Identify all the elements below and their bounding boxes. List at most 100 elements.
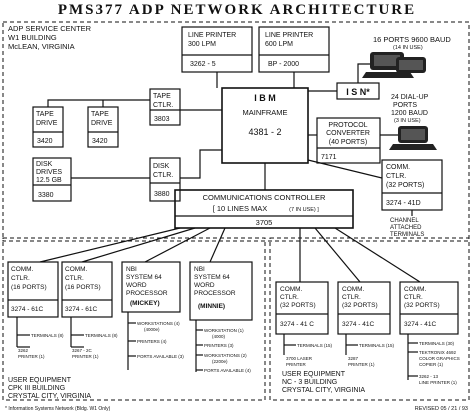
svg-text:3274 - 41C: 3274 - 41C	[404, 321, 436, 328]
svg-text:I S N*: I S N*	[346, 87, 370, 97]
svg-text:TERMINALS: TERMINALS	[390, 232, 424, 238]
svg-text:PROCESSOR: PROCESSOR	[126, 290, 168, 297]
svg-text:WORKSTATIONS (4): WORKSTATIONS (4)	[137, 321, 180, 326]
svg-text:W1 BUILDING: W1 BUILDING	[8, 33, 57, 42]
svg-text:COMM.: COMM.	[404, 286, 427, 293]
svg-text:(32 PORTS): (32 PORTS)	[342, 302, 378, 309]
svg-text:LINE PRINTER: LINE PRINTER	[265, 32, 313, 39]
svg-text:SYSTEM 64: SYSTEM 64	[194, 274, 230, 281]
svg-text:CTLR.: CTLR.	[280, 294, 299, 301]
svg-text:7171: 7171	[321, 154, 337, 161]
dialup-ports-label: 24 DIAL-UP PORTS 1200 BAUD (3 IN USE)	[391, 94, 429, 124]
svg-text:PROCESSOR: PROCESSOR	[194, 290, 236, 297]
svg-text:(MINNIE): (MINNIE)	[198, 303, 225, 310]
svg-text:3274 - 41D: 3274 - 41D	[386, 200, 421, 207]
svg-text:3700 LASER: 3700 LASER	[286, 356, 313, 361]
svg-text:COMMUNICATIONS CONTROLLER: COMMUNICATIONS CONTROLLER	[203, 193, 326, 202]
svg-text:PRINTER (1): PRINTER (1)	[18, 354, 45, 359]
svg-text:(32 PORTS): (32 PORTS)	[386, 182, 424, 189]
svg-text:CTLR.: CTLR.	[404, 294, 423, 301]
svg-text:COMM.: COMM.	[280, 286, 303, 293]
svg-text:PORTS: PORTS	[393, 102, 417, 109]
svg-text:(3 IN USE): (3 IN USE)	[394, 118, 421, 124]
disk-ctlr-link	[180, 149, 222, 179]
nbi-minnie: NBI SYSTEM 64 WORD PROCESSOR (MINNIE) WO…	[189, 261, 253, 373]
svg-text:4381 - 2: 4381 - 2	[248, 127, 281, 137]
page-title: PMS377 ADP NETWORK ARCHITECTURE	[58, 2, 416, 18]
comm-ctlr-top-link	[307, 159, 383, 179]
svg-text:PRINTER (1): PRINTER (1)	[72, 354, 99, 359]
footnote: * Information Systems Network (Bldg. W1 …	[5, 406, 111, 412]
protocol-converter: PROTOCOL CONVERTER (40 PORTS) 7171	[316, 117, 381, 164]
svg-text:3287: 3287	[348, 356, 359, 361]
svg-text:TERMINALS (15): TERMINALS (15)	[297, 343, 333, 348]
svg-text:(14 IN USE): (14 IN USE)	[393, 45, 423, 51]
svg-text:3420: 3420	[92, 138, 108, 145]
svg-text:24 DIAL-UP: 24 DIAL-UP	[391, 94, 429, 101]
service-center-label: ADP SERVICE CENTER W1 BUILDING McLEAN, V…	[8, 24, 92, 51]
svg-text:USER EQUIPMENT: USER EQUIPMENT	[282, 371, 346, 378]
svg-text:PROTOCOL: PROTOCOL	[328, 122, 367, 129]
svg-text:(MICKEY): (MICKEY)	[130, 300, 160, 307]
nbi-mickey: NBI SYSTEM 64 WORD PROCESSOR (MICKEY) WO…	[121, 261, 184, 370]
svg-text:TAPE: TAPE	[153, 93, 171, 100]
svg-text:I B M: I B M	[254, 93, 276, 103]
svg-text:3803: 3803	[154, 116, 170, 123]
svg-text:16 PORTS 9600 BAUD: 16 PORTS 9600 BAUD	[373, 35, 451, 44]
svg-text:COMM.: COMM.	[65, 266, 88, 273]
comm-ctlr-3274-41d: COMM. CTLR. (32 PORTS) 3274 - 41D	[381, 159, 443, 211]
svg-text:(2200e): (2200e)	[212, 359, 228, 364]
cpk-comm-ctlr-2: COMM. CTLR. (16 PORTS) 3274 - 61C TERMIN…	[61, 261, 118, 359]
ibm-mainframe: I B M MAINFRAME 4381 - 2	[221, 87, 309, 164]
svg-text:3880: 3880	[154, 191, 170, 198]
svg-text:COMM.: COMM.	[11, 266, 34, 273]
ports-16-label: 16 PORTS 9600 BAUD (14 IN USE)	[373, 35, 451, 51]
svg-text:CTLR.: CTLR.	[11, 275, 30, 282]
svg-text:TEKTRONIX 4692: TEKTRONIX 4692	[419, 350, 457, 355]
nc-comm-ctlr-2: COMM. CTLR. (32 PORTS) 3274 - 41C TERMIN…	[337, 281, 395, 367]
svg-text:CTLR.: CTLR.	[153, 172, 173, 179]
nc3-building-label: USER EQUIPMENT NC - 3 BUILDING CRYSTAL C…	[282, 371, 365, 394]
svg-text:CTLR.: CTLR.	[386, 173, 406, 180]
terminal-icon	[362, 52, 414, 78]
disk-drives: DISK DRIVES 12.5 GB 3380	[32, 157, 72, 202]
svg-text:300 LPM: 300 LPM	[188, 41, 216, 48]
svg-text:DISK: DISK	[153, 163, 170, 170]
svg-text:(32 PORTS): (32 PORTS)	[404, 302, 440, 309]
svg-text:12.5 GB: 12.5 GB	[36, 177, 62, 184]
terminal-icon	[396, 57, 426, 73]
svg-text:McLEAN, VIRGINIA: McLEAN, VIRGINIA	[8, 42, 75, 51]
svg-text:3262 - 13: 3262 - 13	[419, 374, 439, 379]
svg-text:3267 - 2C: 3267 - 2C	[72, 348, 93, 353]
svg-text:TERMINALS (8): TERMINALS (8)	[85, 333, 118, 338]
nc-comm-ctlr-3: COMM. CTLR. (32 PORTS) 3274 - 41C TERMIN…	[399, 281, 460, 385]
svg-text:CTLR.: CTLR.	[153, 102, 173, 109]
communications-controller: COMMUNICATIONS CONTROLLER [ 10 LINES MAX…	[174, 189, 354, 229]
svg-text:NBI: NBI	[126, 266, 137, 273]
svg-text:3380: 3380	[38, 192, 54, 199]
nc-comm-ctlr-1: COMM. CTLR. (32 PORTS) 3274 - 41 C TERMI…	[275, 281, 333, 367]
svg-text:CTLR.: CTLR.	[65, 275, 84, 282]
svg-text:DRIVE: DRIVE	[36, 120, 58, 127]
svg-text:(16 PORTS): (16 PORTS)	[65, 284, 101, 291]
line-printer-600: LINE PRINTER 600 LPM BP - 2000	[258, 26, 330, 73]
svg-text:WORD: WORD	[126, 282, 147, 289]
svg-text:CPK III BUILDING: CPK III BUILDING	[8, 385, 65, 392]
svg-text:[ 10 LINES MAX: [ 10 LINES MAX	[213, 204, 268, 213]
isn-node: I S N*	[336, 82, 380, 100]
channel-attached-label: CHANNEL ATTACHED TERMINALS	[390, 218, 424, 238]
svg-text:CONVERTER: CONVERTER	[326, 130, 370, 137]
svg-text:TERMINALS (30): TERMINALS (30)	[419, 341, 455, 346]
svg-text:ADP SERVICE CENTER: ADP SERVICE CENTER	[8, 24, 92, 33]
svg-text:(4000e): (4000e)	[144, 327, 160, 332]
svg-text:PORTS AVAILABLE (4): PORTS AVAILABLE (4)	[204, 368, 251, 373]
tape-drive-1: TAPE DRIVE 3420	[32, 106, 64, 148]
svg-text:USER EQUIPMENT: USER EQUIPMENT	[8, 377, 72, 384]
service-center-boundary	[2, 21, 470, 242]
svg-text:DRIVE: DRIVE	[91, 120, 113, 127]
tape-drive-1-link	[47, 99, 150, 107]
tape-controller: TAPE CTLR. 3803	[149, 88, 181, 126]
svg-text:CRYSTAL CITY, VIRGINIA: CRYSTAL CITY, VIRGINIA	[8, 393, 91, 400]
svg-text:WORD: WORD	[194, 282, 215, 289]
svg-text:(32 PORTS): (32 PORTS)	[280, 302, 316, 309]
